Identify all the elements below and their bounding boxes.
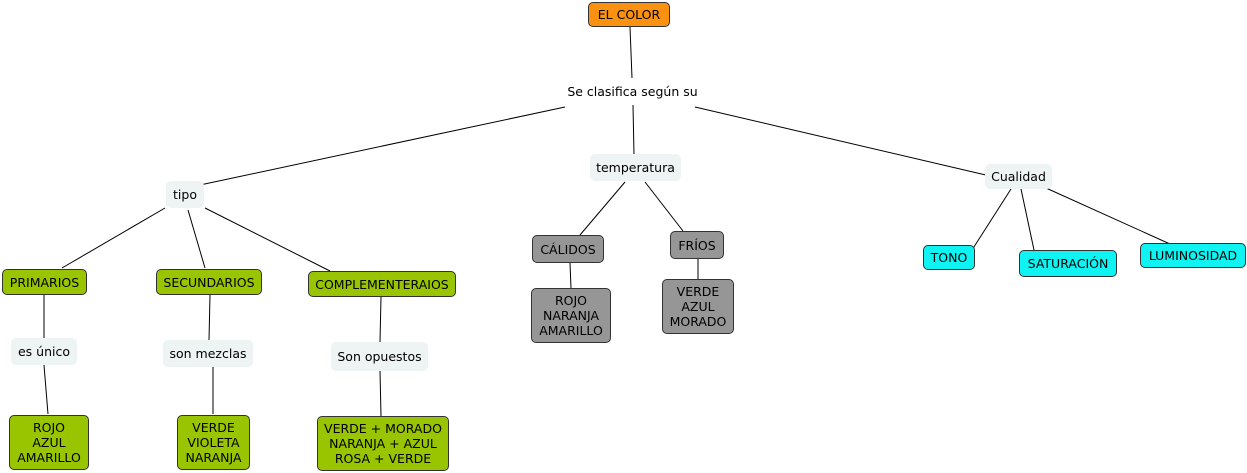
concept-frios-list[interactable]: VERDE AZUL MORADO: [662, 279, 734, 334]
concept-complementarios[interactable]: COMPLEMENTERAIOS: [308, 271, 456, 297]
linking-phrase-clasifica[interactable]: Se clasifica según su: [567, 83, 698, 99]
line-cualidad-to-luminosidad: [1045, 187, 1171, 245]
concept-calidos[interactable]: CÁLIDOS: [532, 235, 604, 263]
line-calidos-to-list: [569, 262, 572, 289]
concept-secundarios-list[interactable]: VERDE VIOLETA NARANJA: [177, 415, 250, 470]
concept-calidos-list[interactable]: ROJO NARANJA AMARILLO: [531, 288, 611, 343]
line-tipo-to-secundarios: [187, 209, 206, 269]
line-cualidad-to-saturacion: [1020, 188, 1035, 251]
concept-cualidad[interactable]: Cualidad: [985, 164, 1052, 189]
linking-phrase-son-mezclas[interactable]: son mezclas: [163, 340, 253, 367]
root-concept-el-color[interactable]: EL COLOR: [588, 2, 670, 27]
line-link-to-cualidad: [694, 106, 991, 177]
line-es-unico-to-list: [43, 364, 49, 415]
line-complementarios-to-son-opuestos: [379, 296, 382, 343]
concept-secundarios[interactable]: SECUNDARIOS: [156, 269, 262, 295]
concept-complementarios-list[interactable]: VERDE + MORADO NARANJA + AZUL ROSA + VER…: [317, 416, 449, 471]
line-son-opuestos-to-list: [379, 370, 382, 417]
line-tipo-to-complementarios: [204, 207, 331, 272]
line-cualidad-to-tono: [971, 188, 1012, 251]
line-secundarios-to-son-mezclas: [208, 294, 211, 341]
line-link-to-temperatura: [632, 104, 635, 156]
concept-primarios[interactable]: PRIMARIOS: [2, 269, 87, 295]
concept-luminosidad[interactable]: LUMINOSIDAD: [1140, 243, 1246, 268]
concept-primarios-list[interactable]: ROJO AZUL AMARILLO: [9, 415, 89, 470]
line-temperatura-to-calidos: [579, 181, 626, 236]
linking-phrase-son-opuestos[interactable]: Son opuestos: [331, 342, 428, 371]
concept-tono[interactable]: TONO: [923, 245, 975, 270]
line-temperatura-to-frios: [644, 181, 684, 232]
concept-temperatura[interactable]: temperatura: [590, 154, 681, 181]
concept-frios[interactable]: FRÍOS: [670, 231, 724, 259]
line-link-to-tipo: [199, 106, 566, 186]
line-root-to-link: [629, 26, 633, 79]
line-tipo-to-primarios: [61, 207, 166, 269]
concept-tipo[interactable]: tipo: [166, 181, 204, 208]
concept-saturacion[interactable]: SATURACIÓN: [1019, 250, 1117, 277]
linking-phrase-es-unico[interactable]: es único: [11, 338, 77, 365]
